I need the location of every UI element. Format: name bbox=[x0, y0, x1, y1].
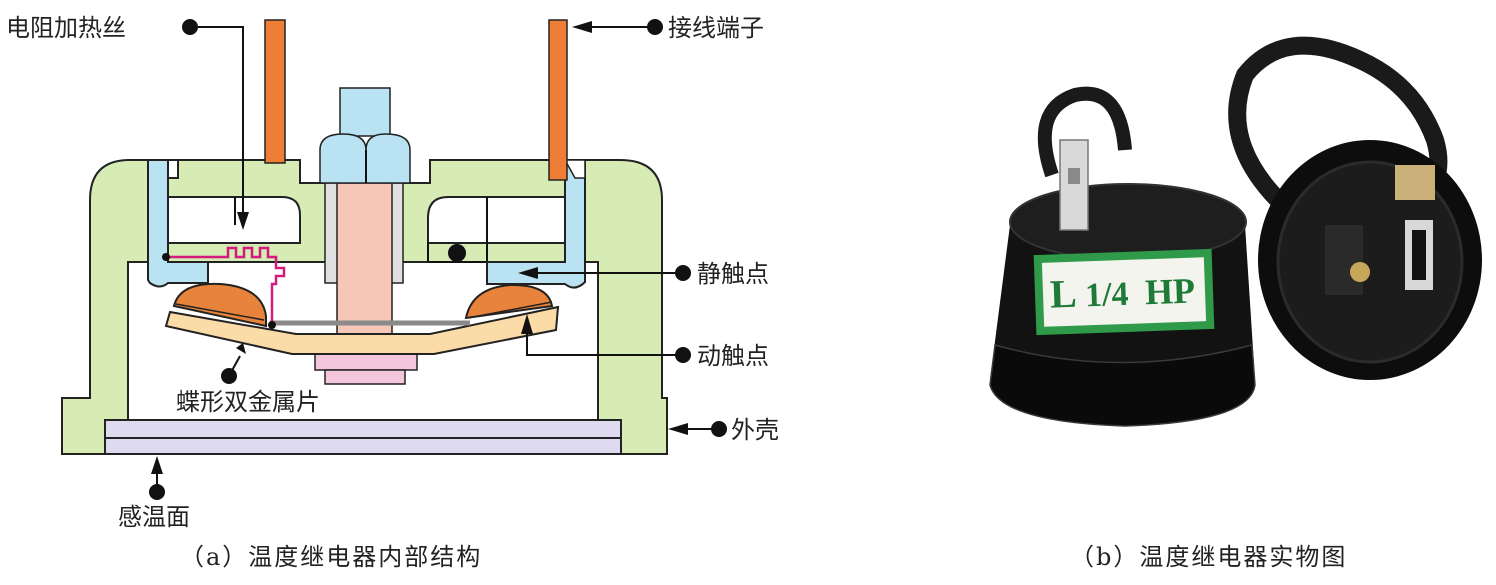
relay-cross-section bbox=[61, 19, 668, 455]
lead-wire bbox=[1228, 36, 1448, 227]
label-fraction: 1/4 bbox=[1084, 276, 1129, 314]
static-contact-point bbox=[448, 244, 466, 262]
heater-wire bbox=[166, 246, 286, 325]
right-terminal bbox=[548, 19, 568, 181]
right-pocket bbox=[427, 196, 566, 244]
label-static-contact: 静触点 bbox=[697, 260, 769, 288]
label-heater-wire: 电阻加热丝 bbox=[6, 14, 126, 42]
caption-b: （b）温度继电器实物图 bbox=[1070, 543, 1347, 571]
label-housing: 外壳 bbox=[731, 416, 779, 444]
sensing-plate bbox=[104, 419, 622, 439]
relay-product-photo: L 1/4 HP （b）温度继电器实物图 bbox=[989, 36, 1482, 571]
blade-terminal bbox=[1059, 139, 1089, 231]
right-moving-contact bbox=[464, 283, 554, 320]
leader-lines bbox=[149, 19, 727, 500]
bolt-head bbox=[339, 87, 391, 137]
caption-a: （a）温度继电器内部结构 bbox=[180, 543, 482, 571]
figure-a-labels: 电阻加热丝 接线端子 静触点 动触点 蝶形双金属片 外壳 感温面 （a）温度继电… bbox=[6, 14, 779, 571]
central-shaft bbox=[336, 182, 393, 344]
left-terminal bbox=[264, 19, 286, 164]
label-sensing-surface: 感温面 bbox=[118, 503, 190, 531]
bimetal-disc bbox=[164, 305, 560, 355]
label-terminal: 接线端子 bbox=[668, 14, 764, 42]
label-moving-contact: 动触点 bbox=[697, 342, 769, 370]
label-bimetal-disc: 蝶形双金属片 bbox=[176, 388, 320, 416]
label-unit: HP bbox=[1144, 271, 1195, 313]
label-letter: L bbox=[1049, 271, 1077, 317]
